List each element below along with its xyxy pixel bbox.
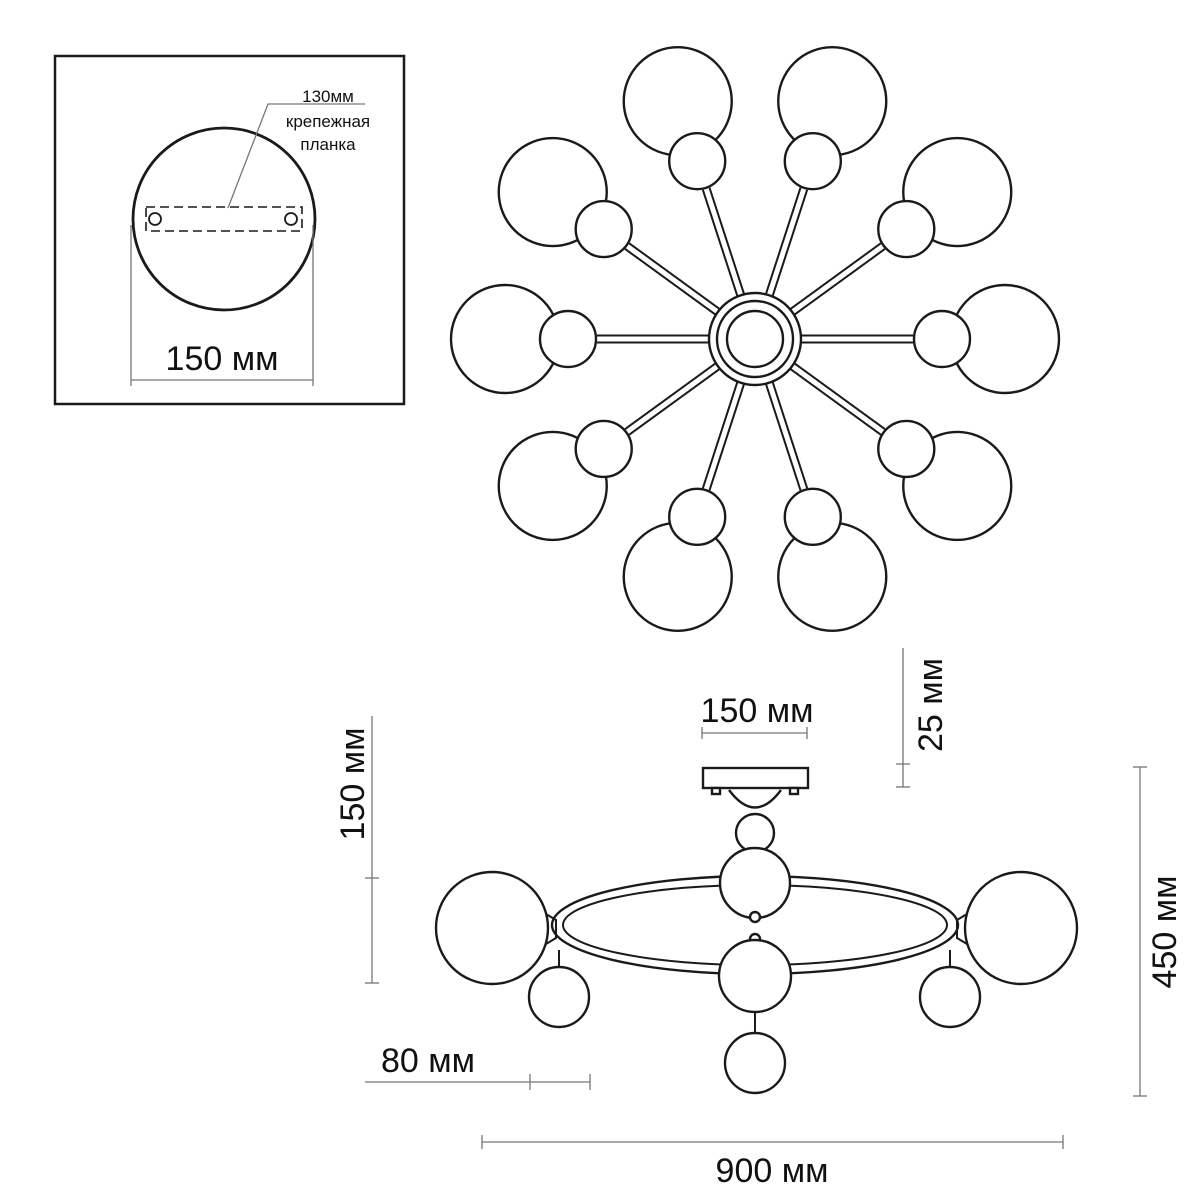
arm-10-rail-2 [628, 242, 721, 310]
arm-7-rail-2 [701, 381, 739, 489]
drop-height-label: 150 мм [334, 728, 372, 841]
top-small-globe-1 [668, 131, 727, 191]
top-view-arms [597, 187, 913, 491]
top-small-globe-10 [574, 199, 633, 259]
arm-3-rail-2 [793, 248, 886, 316]
mounting-bar [145, 206, 303, 232]
top-small-globe-6 [783, 487, 842, 547]
arm-6-rail-1 [771, 381, 809, 489]
inset-frame [53, 54, 406, 406]
total-height-label: 450 мм [1146, 876, 1184, 989]
top-view [449, 46, 1061, 632]
top-small-globe-4 [912, 309, 972, 369]
side-socket-left [545, 913, 557, 945]
arm-5-rail-2 [789, 368, 882, 436]
canopy-height-label: 25 мм [912, 658, 950, 752]
side-canopy [701, 766, 810, 790]
arm-8-rail-2 [624, 362, 717, 430]
side-pendant-globe-right [918, 965, 982, 1029]
side-globe-right [963, 870, 1079, 986]
mounting-hole-left [148, 212, 162, 226]
side-column-ball-lower [717, 938, 793, 1014]
hub-center [725, 309, 785, 369]
side-pendant-globe-left [527, 965, 591, 1029]
top-small-globe-8 [574, 419, 633, 479]
canopy-screw-right [788, 786, 800, 796]
arm-offset-label: 80 мм [381, 1042, 475, 1080]
canopy-width-label: 150 мм [701, 692, 814, 730]
top-small-globe-3 [877, 199, 936, 259]
arm-10-rail-1 [624, 248, 717, 316]
inset-panel: 130мм крепежная планка 150 мм [53, 54, 406, 406]
arm-6-rail-2 [764, 383, 802, 491]
arm-2-rail-1 [764, 187, 802, 295]
top-small-globe-2 [783, 131, 842, 191]
side-bottom-globe [723, 1031, 787, 1095]
plate-note-line2: планка [300, 135, 356, 154]
top-view-globes [449, 46, 1061, 632]
mounting-hole-right [284, 212, 298, 226]
arm-3-rail-1 [789, 242, 882, 310]
canopy-dome [728, 789, 782, 809]
top-small-globe-7 [668, 487, 727, 547]
arm-2-rail-2 [771, 189, 809, 297]
canopy-screw-left [710, 786, 722, 796]
plate-note-line1: крепежная [286, 112, 370, 131]
side-column-joint-upper [748, 910, 762, 924]
arm-5-rail-1 [793, 362, 886, 430]
top-small-globe-9 [538, 309, 598, 369]
side-globe-left [434, 870, 550, 986]
ceiling-plate-circle [131, 126, 317, 312]
arm-1-rail-1 [701, 189, 739, 297]
inset-diameter-label: 150 мм [166, 340, 279, 378]
total-width-label: 900 мм [716, 1152, 829, 1190]
plate-leader-line [227, 103, 365, 209]
plate-note-size: 130мм [302, 87, 354, 106]
side-column-ball-upper [718, 846, 792, 920]
arm-1-rail-2 [708, 187, 746, 295]
side-socket-right [956, 913, 968, 945]
side-column-ball-small [734, 812, 776, 854]
arm-7-rail-1 [708, 383, 746, 491]
top-small-globe-5 [877, 419, 936, 479]
side-view: 150 мм 25 мм 150 мм 450 мм 80 мм 900 мм [334, 648, 1184, 1190]
arm-8-rail-1 [628, 368, 721, 436]
